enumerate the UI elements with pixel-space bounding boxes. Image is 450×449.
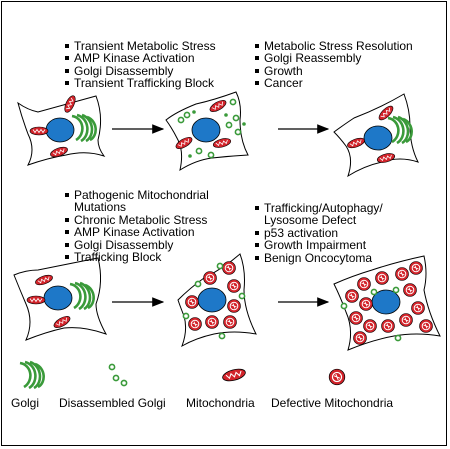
list-item-continued: Mutations <box>74 200 127 215</box>
list-item: Golgi Disassembly <box>65 64 216 77</box>
list-item: Cancer <box>255 77 413 90</box>
legend-defective-mitochondria-icon <box>328 368 346 386</box>
nucleus <box>363 125 393 151</box>
list-item: Growth <box>255 64 413 77</box>
list-item: Metabolic Stress Resolution <box>255 40 413 52</box>
cell-top-1 <box>17 93 106 166</box>
cell-top-2 <box>165 91 249 172</box>
list-item: AMP Kinase Activation <box>65 226 209 239</box>
legend-golgi-label: Golgi <box>11 396 40 410</box>
bottom-left-list: Pathogenic Mitochondrial Mutations Chron… <box>65 189 209 263</box>
legend-mitochondria-label: Mitochondria <box>186 396 255 410</box>
cell-bottom-3 <box>333 255 441 351</box>
legend-mitochondria-icon <box>220 366 248 384</box>
mitochondria-icon <box>26 295 46 305</box>
list-item-continued: Lysosome Defect <box>264 213 357 228</box>
list-item: Trafficking Block <box>65 251 209 263</box>
list-item: Transient Metabolic Stress <box>65 40 216 52</box>
list-item: p53 activation <box>255 226 383 239</box>
nucleus <box>45 117 75 143</box>
cell-top-3 <box>333 93 419 178</box>
nucleus <box>191 117 221 143</box>
list-item: Transient Trafficking Block <box>65 77 216 90</box>
list-item: Pathogenic Mitochondrial <box>65 189 209 201</box>
list-item: Golgi Reassembly <box>255 52 413 65</box>
cell-bottom-1 <box>13 257 108 341</box>
top-left-list: Transient Metabolic Stress AMP Kinase Ac… <box>65 40 216 90</box>
list-item: Golgi Disassembly <box>65 238 209 251</box>
nucleus <box>197 287 227 313</box>
list-item: Chronic Metabolic Stress <box>65 213 209 226</box>
legend-defective-mitochondria-label: Defective Mitochondria <box>271 396 394 410</box>
legend-golgi-icon <box>18 360 45 390</box>
top-right-list: Metabolic Stress Resolution Golgi Reasse… <box>255 40 413 90</box>
mitochondria-icon <box>29 126 49 136</box>
list-item: Trafficking/Autophagy/ <box>255 202 383 214</box>
cell-bottom-2 <box>177 253 257 348</box>
bottom-right-list: Trafficking/Autophagy/ Lysosome Defect p… <box>255 202 383 264</box>
list-item: Growth Impairment <box>255 239 383 252</box>
list-item: Benign Oncocytoma <box>255 251 383 264</box>
nucleus <box>43 285 73 311</box>
legend-disassembled-golgi-label: Disassembled Golgi <box>59 396 166 410</box>
list-item: AMP Kinase Activation <box>65 52 216 65</box>
legend-disassembled-golgi-icon <box>108 363 128 387</box>
